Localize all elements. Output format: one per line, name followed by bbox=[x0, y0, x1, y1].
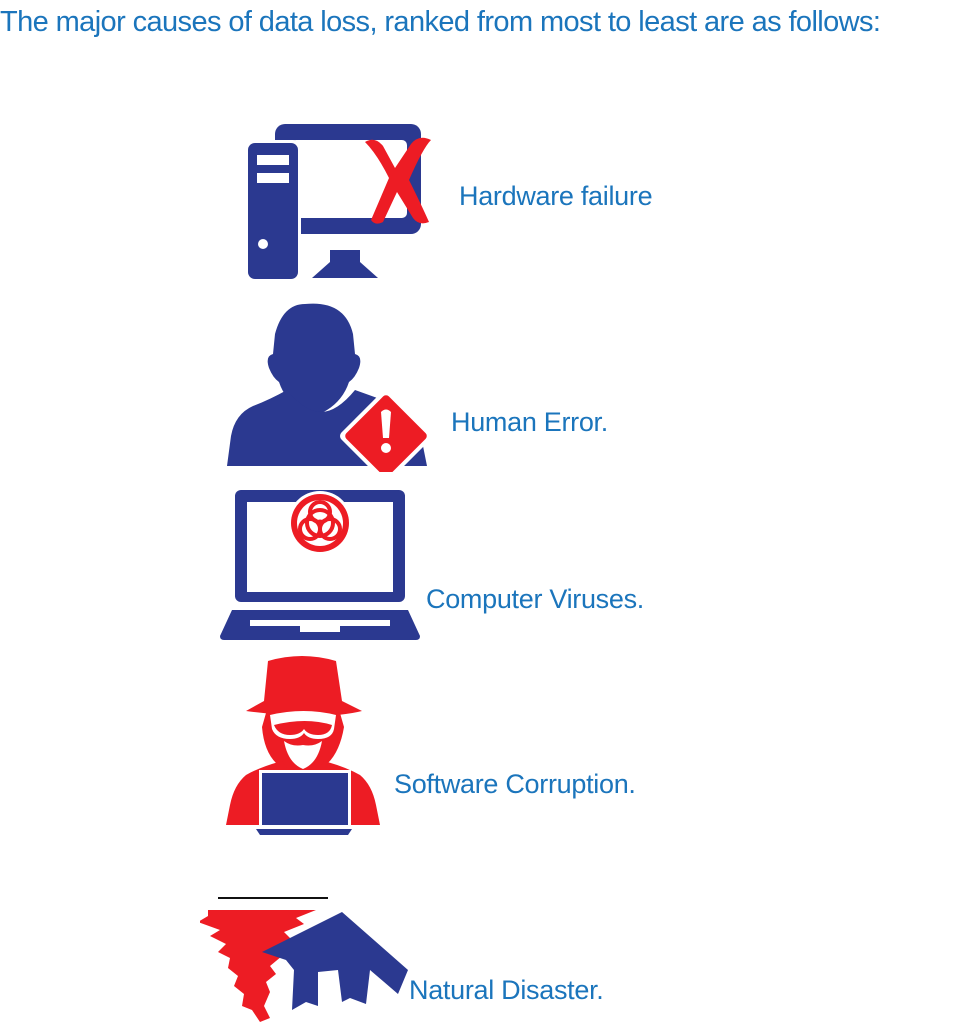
biohazard-icon bbox=[288, 491, 352, 555]
cause-label: Software Corruption. bbox=[394, 769, 636, 799]
laptop-biohazard-icon bbox=[220, 490, 420, 640]
cause-label: Hardware failure bbox=[459, 181, 653, 211]
cause-label: Human Error. bbox=[451, 407, 608, 437]
tornado-house-icon bbox=[200, 897, 408, 1022]
page-title: The major causes of data loss, ranked fr… bbox=[0, 6, 881, 38]
desktop-computer-x-icon bbox=[245, 124, 431, 282]
hacker-laptop-icon bbox=[226, 656, 380, 835]
person-warning-icon bbox=[227, 303, 433, 472]
cause-label: Computer Viruses. bbox=[426, 584, 644, 614]
cause-label: Natural Disaster. bbox=[409, 975, 604, 1005]
